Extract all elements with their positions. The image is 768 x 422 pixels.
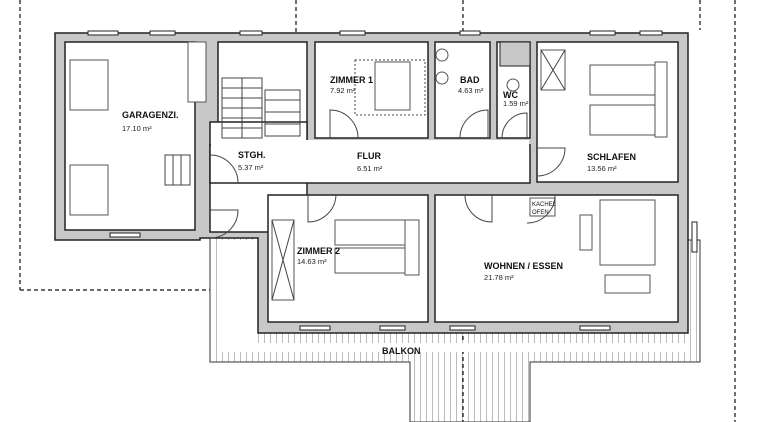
kachelofen: [529, 197, 556, 217]
schlafen-area: 13.56 m²: [587, 164, 617, 173]
balkon-label: BALKON: [382, 346, 421, 356]
bad-label: BAD: [460, 75, 480, 85]
wc-label: WC: [503, 90, 518, 100]
wohnen-label: WOHNEN / ESSEN: [484, 261, 563, 271]
staircase: [164, 77, 301, 186]
kachelofen-label-2: OFEN: [532, 210, 549, 216]
stairs-label: STGH.: [238, 150, 266, 160]
stairs-area: 5.37 m²: [238, 163, 264, 172]
flur-area: 6.51 m²: [357, 164, 383, 173]
bad-area: 4.63 m²: [458, 86, 484, 95]
doors: [209, 109, 566, 239]
zimmer2-label: ZIMMER 2: [297, 246, 340, 256]
wc-area: 1.59 m²: [503, 99, 529, 108]
zimmer2-area: 14.63 m²: [297, 257, 327, 266]
garage-label: GARAGENZI.: [122, 110, 179, 120]
zimmer1-label: ZIMMER 1: [330, 75, 373, 85]
windows: [87, 30, 663, 331]
wohnen-area: 21.78 m²: [484, 273, 514, 282]
flur-label: FLUR: [357, 151, 381, 161]
furniture: KACHEL OFEN: [69, 41, 668, 301]
zimmer1-area: 7.92 m²: [330, 86, 356, 95]
room-labels: GARAGENZI. 17.10 m² STGH. 5.37 m² ZIMMER…: [122, 75, 636, 282]
schlafen-label: SCHLAFEN: [587, 152, 636, 162]
kachelofen-label-1: KACHEL: [532, 202, 557, 208]
garage-area: 17.10 m²: [122, 124, 152, 133]
